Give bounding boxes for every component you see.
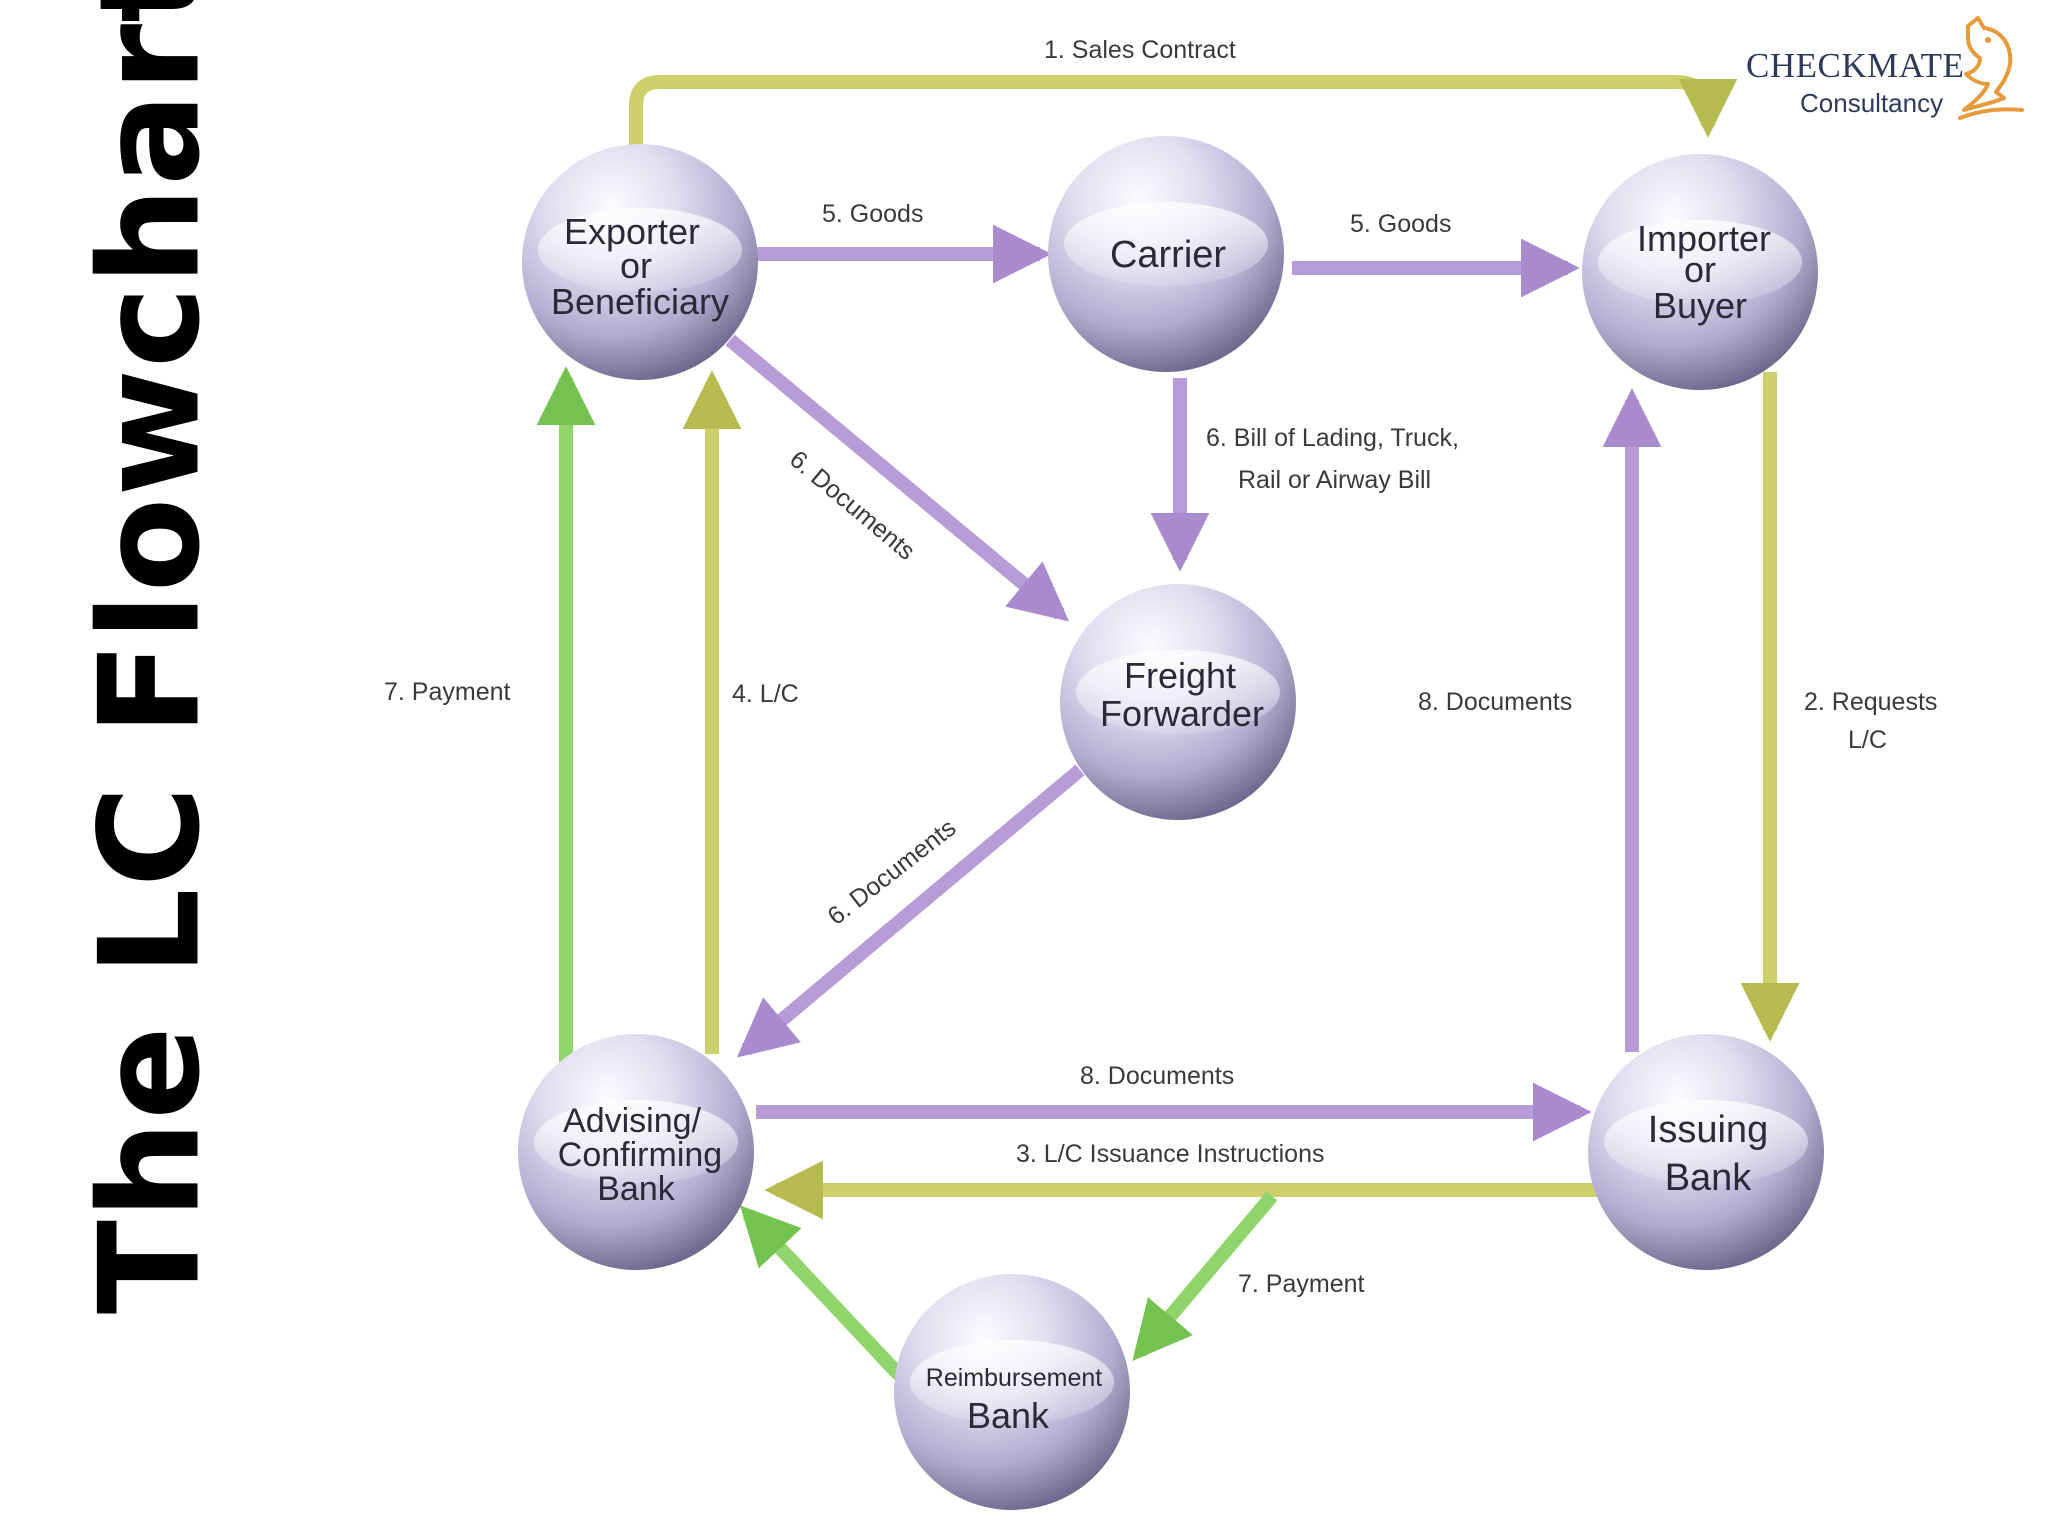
label-lc: 4. L/C (732, 680, 799, 708)
arrows (536, 75, 1800, 1383)
label-goods-carrier-importer: 5. Goods (1350, 210, 1451, 238)
arrow-documents-exporter-freight (725, 334, 1070, 622)
node-issuing-bank: Issuing Bank (1588, 1034, 1824, 1270)
arrow-payment-reimbursement-advising (739, 1205, 908, 1383)
node-issuing-line-1: Issuing (1648, 1109, 1768, 1151)
label-documents-freight-advising: 6. Documents (822, 814, 961, 931)
node-issuing-line-2: Bank (1665, 1157, 1753, 1199)
node-advising-line-2: Confirming (558, 1136, 722, 1174)
knight-chess-icon (1958, 16, 2024, 120)
label-documents-exporter-freight: 6. Documents (784, 445, 920, 566)
node-reimbursement-bank: Reimbursement Bank (894, 1274, 1130, 1510)
node-reimbursement-line-2: Bank (967, 1395, 1050, 1436)
label-requests-lc-line-2: L/C (1848, 726, 1887, 754)
node-importer: Importer or Buyer (1582, 154, 1818, 390)
node-advising-line-3: Bank (597, 1170, 675, 1208)
node-importer-line-3: Buyer (1653, 285, 1747, 326)
node-exporter-line-1: Exporter (564, 211, 700, 252)
node-carrier-line-1: Carrier (1110, 234, 1226, 276)
node-exporter: Exporter or Beneficiary (522, 144, 758, 380)
node-freight-forwarder: Freight Forwarder (1060, 584, 1296, 820)
label-goods-exporter-carrier: 5. Goods (822, 200, 923, 228)
node-carrier: Carrier (1048, 136, 1284, 372)
node-freight-line-2: Forwarder (1100, 693, 1264, 734)
node-exporter-line-2: or (620, 245, 652, 286)
node-advising-bank: Advising/ Confirming Bank (518, 1034, 754, 1270)
label-bill-of-lading-line-2: Rail or Airway Bill (1238, 466, 1431, 494)
node-importer-line-2: or (1684, 249, 1716, 290)
company-logo: CHECKMATE Consultancy (1738, 14, 2038, 134)
label-issuance-instructions: 3. L/C Issuance Instructions (1016, 1140, 1324, 1168)
label-sales-contract: 1. Sales Contract (1044, 36, 1236, 64)
label-documents-right: 8. Documents (1418, 688, 1572, 716)
arrow-payment-issuing-reimbursement (1132, 1191, 1278, 1361)
label-payment-bottom: 7. Payment (1238, 1270, 1365, 1298)
arrow-sales-contract (629, 75, 1738, 148)
logo-brand-text: CHECKMATE (1746, 46, 1965, 85)
node-exporter-line-3: Beneficiary (551, 281, 729, 322)
label-requests-lc-line-1: 2. Requests (1804, 688, 1937, 716)
logo-tagline-text: Consultancy (1800, 88, 1944, 118)
node-reimbursement-line-1: Reimbursement (926, 1364, 1103, 1392)
node-advising-line-1: Advising/ (563, 1102, 702, 1140)
label-bill-of-lading-line-1: 6. Bill of Lading, Truck, (1206, 424, 1459, 452)
node-freight-line-1: Freight (1124, 655, 1236, 696)
node-importer-line-1: Importer (1637, 218, 1771, 259)
arrow-documents-freight-advising (736, 764, 1085, 1058)
label-payment-left: 7. Payment (384, 678, 511, 706)
label-documents-bottom: 8. Documents (1080, 1062, 1234, 1090)
